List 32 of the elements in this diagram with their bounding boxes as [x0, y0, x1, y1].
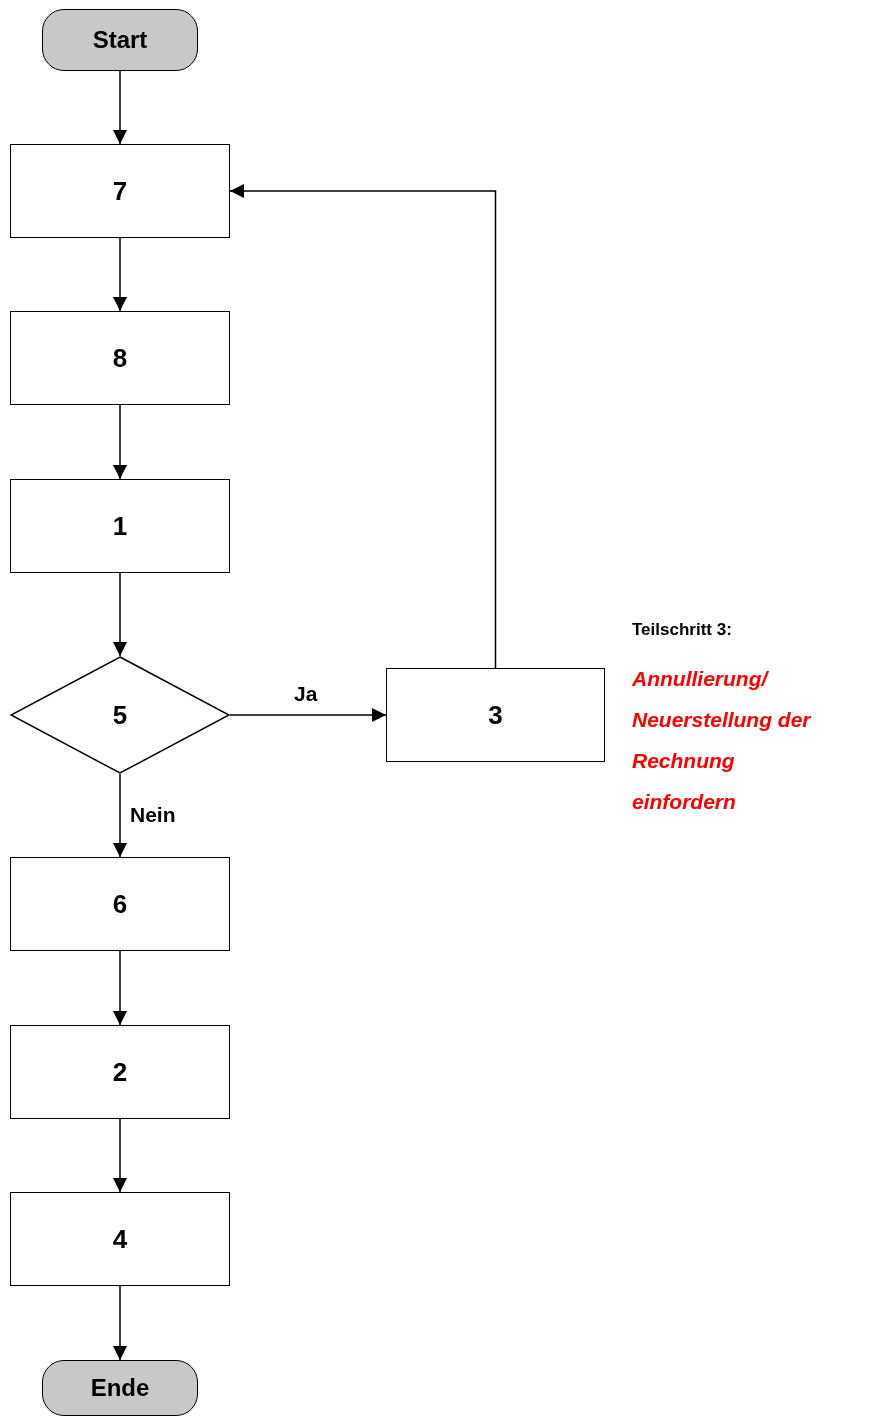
node-label: 7	[112, 175, 128, 207]
arrow	[113, 950, 127, 1026]
node-label: 8	[112, 342, 128, 374]
node-label: Ende	[90, 1374, 150, 1402]
arrow	[113, 1118, 127, 1193]
arrow	[113, 404, 127, 480]
process-box	[10, 311, 230, 405]
arrow	[229, 708, 387, 722]
arrow	[113, 237, 127, 312]
node-label: 1	[112, 510, 128, 542]
node-label: 2	[112, 1056, 128, 1088]
node-label: 5	[112, 699, 128, 731]
process-box	[10, 144, 230, 238]
arrow	[229, 184, 497, 669]
node-label: 6	[112, 888, 128, 920]
node-label: Start	[92, 26, 148, 54]
note-text: Annullierung/ Neuerstellung der Rechnung einfordern	[632, 666, 813, 815]
process-box	[10, 1192, 230, 1286]
process-box	[386, 668, 605, 762]
decision-diamond	[10, 656, 230, 774]
arrow	[113, 70, 127, 145]
terminal-shape	[42, 1360, 198, 1416]
arrow	[113, 1285, 127, 1361]
terminal-shape	[42, 9, 198, 71]
arrow	[113, 773, 127, 858]
note-heading: Teilschritt 3:	[632, 619, 733, 641]
node-label: 4	[112, 1223, 128, 1255]
node-label: 3	[488, 699, 503, 731]
process-box	[10, 1025, 230, 1119]
process-box	[10, 857, 230, 951]
arrow	[113, 572, 127, 657]
process-box	[10, 479, 230, 573]
